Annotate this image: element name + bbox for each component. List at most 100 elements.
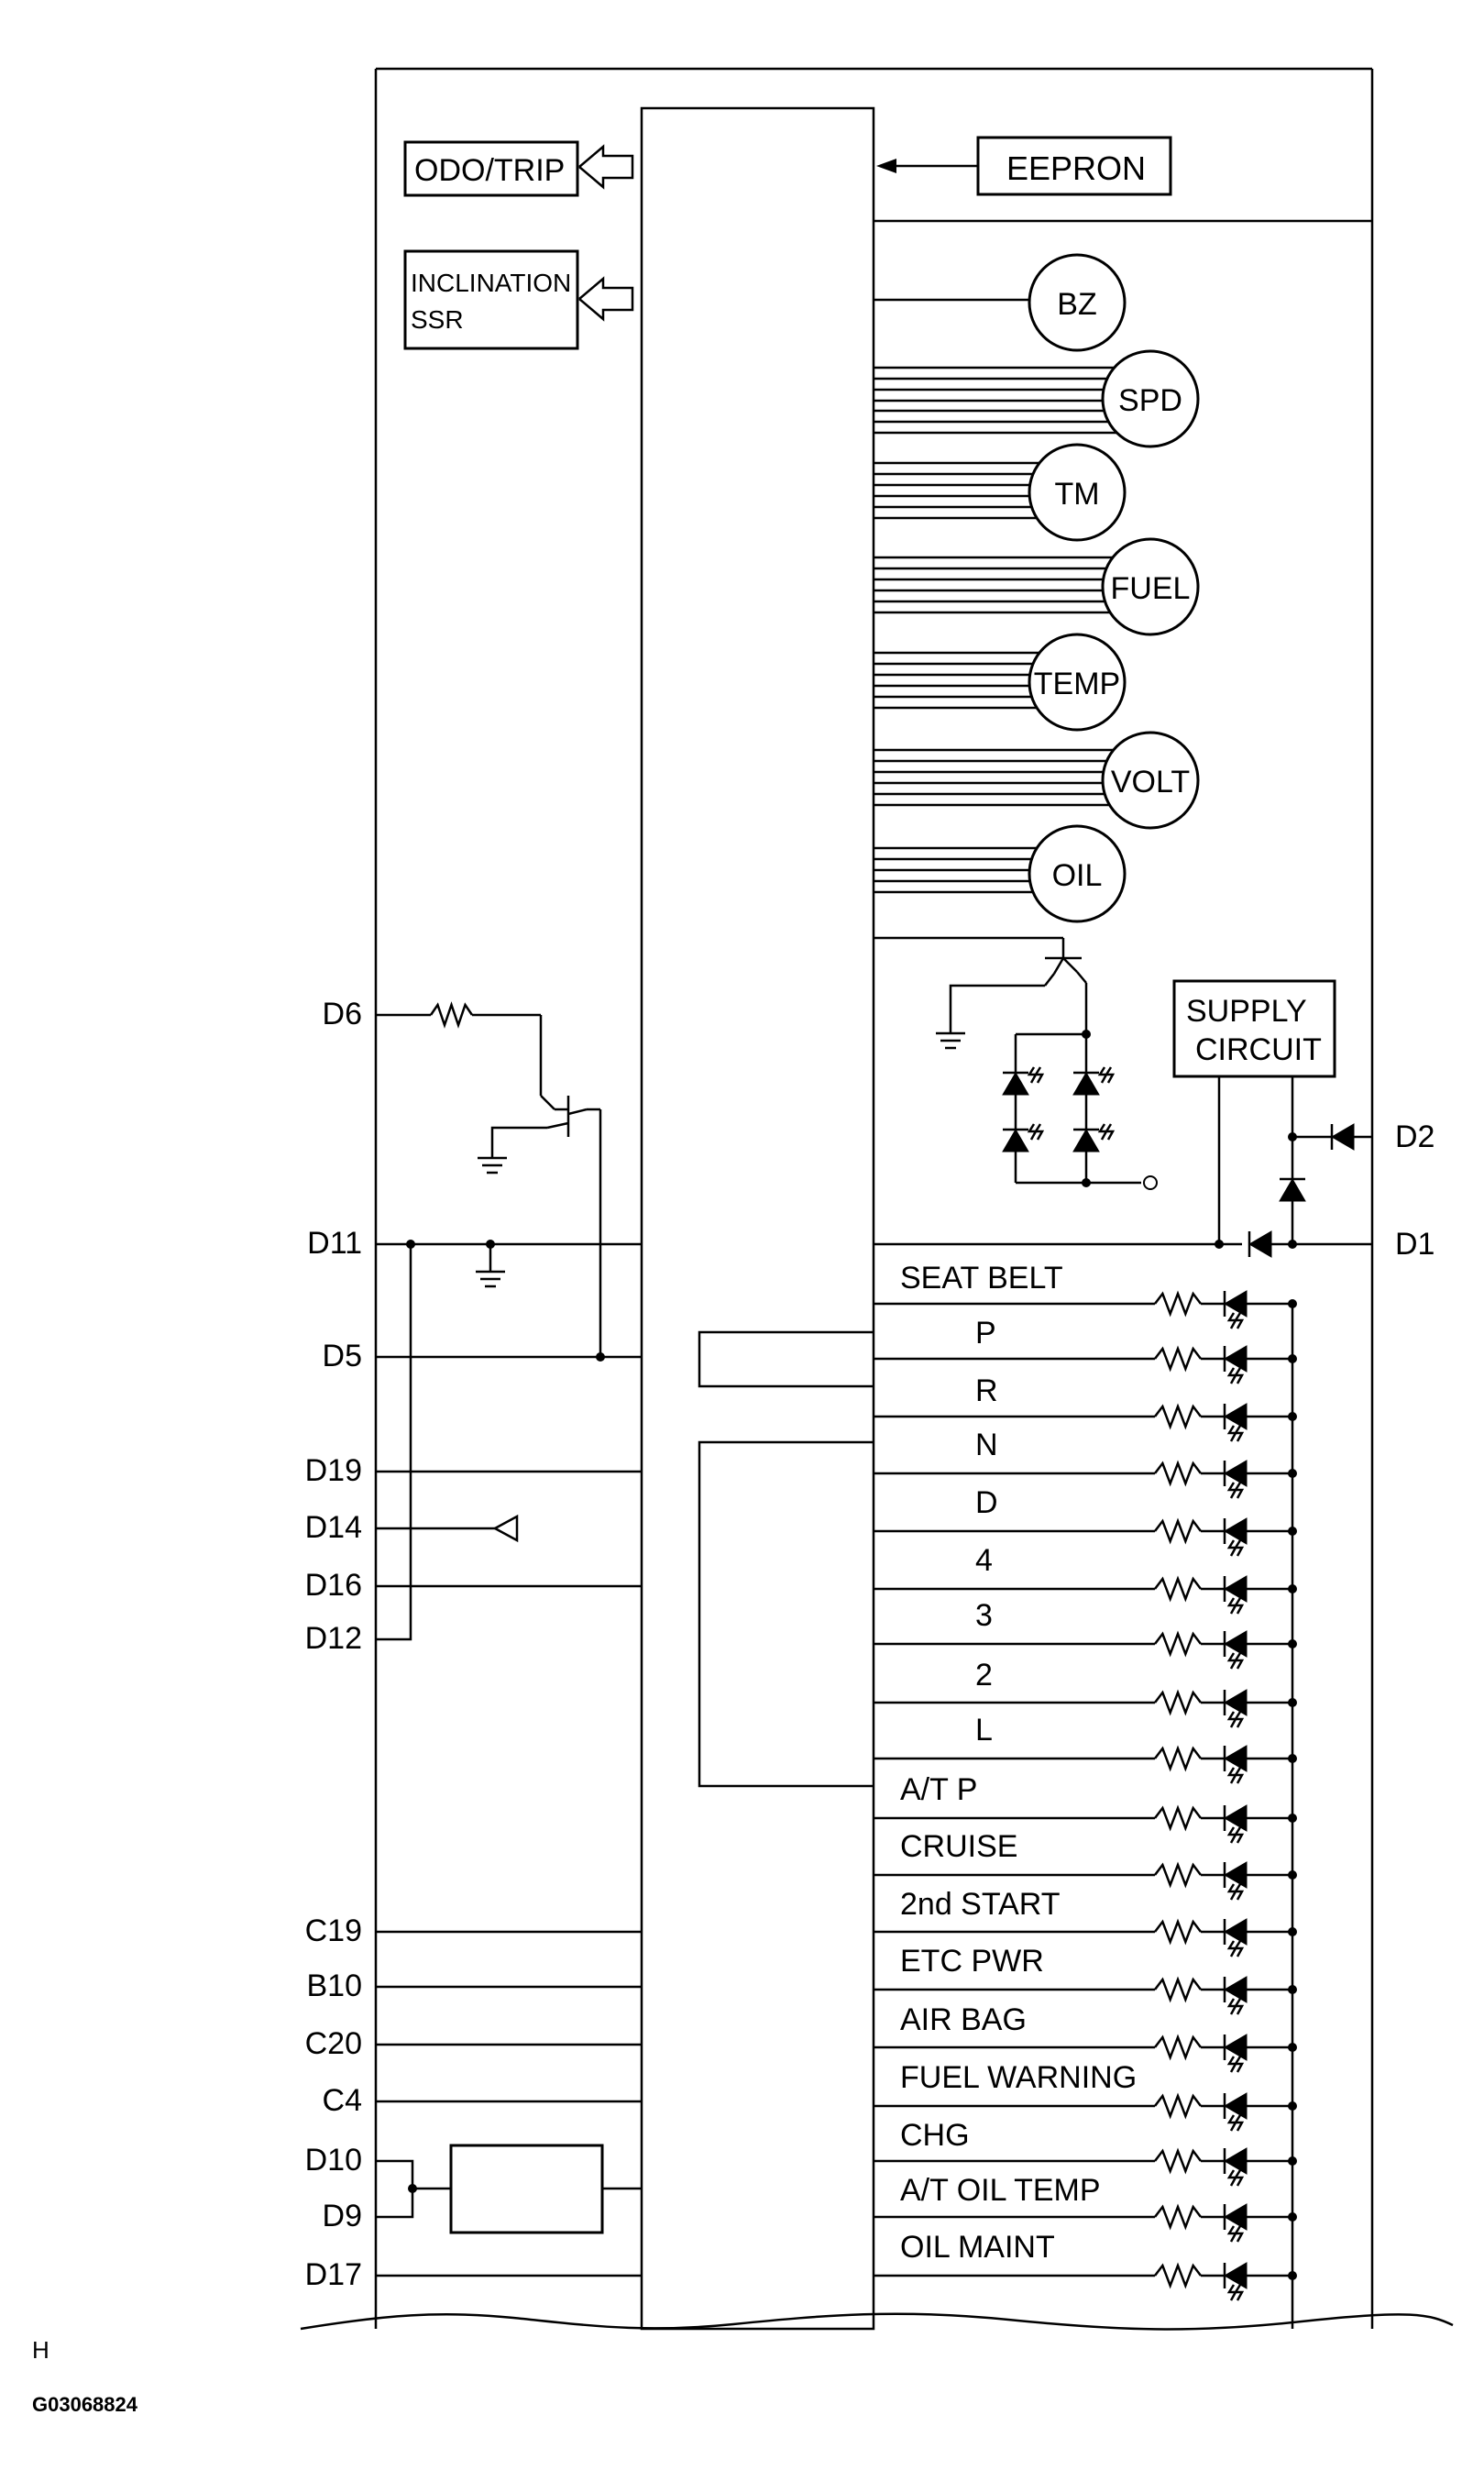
terminal-d11-label: D11 [307,1226,362,1261]
light-emission-symbol [1027,1066,1039,1084]
light-emission-symbol [1226,1539,1238,1557]
odo-trip-box [403,140,579,197]
light-emission-symbol [1233,1826,1245,1844]
light-emission-symbol [1226,1883,1238,1901]
diode-symbol [1224,1689,1248,1716]
arrow-head-icon [876,159,896,173]
indicator-cruise-label: CRUISE [900,1829,1017,1864]
light-emission-symbol [1226,1312,1238,1329]
diode-symbol [1224,1517,1248,1545]
light-emission-symbol [1033,1066,1045,1084]
indicator-a-t-p-label: A/T P [900,1772,977,1807]
light-emission-symbol [1233,2114,1245,2132]
indicator-p-label: P [975,1316,996,1351]
diode-symbol [1224,1861,1248,1889]
junction-dot [1288,1870,1297,1880]
resistor-symbol [429,1001,474,1029]
light-emission-symbol [1226,2284,1238,2301]
junction-dot [1288,1240,1297,1249]
transistor-symbol [1062,957,1078,973]
junction-dot [1288,2156,1297,2166]
light-emission-symbol [1226,2114,1238,2132]
light-emission-symbol [1233,2225,1245,2243]
gauge-circle [1101,537,1200,636]
junction-dot [1288,1412,1297,1421]
diode-symbol [1224,2262,1248,2289]
junction-dot [1215,1240,1224,1249]
indicator-d-label: D [975,1485,998,1520]
resistor-symbol [1154,1460,1202,1487]
gauge-circle [1028,443,1127,542]
junction-dot [1288,1927,1297,1936]
light-emission-symbol [1233,2056,1245,2073]
terminal-b10-label: B10 [307,1968,363,2003]
resistor-symbol [1154,2262,1202,2289]
indicator-2nd-start-label: 2nd START [900,1887,1060,1922]
resistor-symbol [1154,2092,1202,2120]
junction-dot [1288,2043,1297,2052]
d10-d9-block [449,2144,604,2234]
eeprom-label: EEPRON [1006,149,1146,187]
diode-symbol [1224,1460,1248,1487]
resistor-symbol [1154,2147,1202,2175]
light-emission-symbol [1226,1482,1238,1499]
light-emission-symbol [1233,1652,1245,1670]
light-emission-symbol [1226,2056,1238,2073]
terminal-d12-label: D12 [305,1621,362,1656]
terminal-open-circle [1143,1175,1158,1190]
indicator-etc-pwr-label: ETC PWR [900,1944,1044,1979]
resistor-symbol [1154,2034,1202,2061]
terminal-d19-label: D19 [305,1453,362,1488]
junction-dot [1288,1985,1297,1994]
junction-dot [1288,2212,1297,2222]
transistor-symbol [1052,957,1065,975]
light-emission-symbol [1233,1367,1245,1384]
resistor-symbol [1154,1804,1202,1832]
diode-symbol [1224,1745,1248,1772]
terminal-d1-label: D1 [1395,1227,1435,1262]
resistor-symbol [1154,1976,1202,2003]
junction-dot [1288,1814,1297,1823]
resistor-symbol [1154,1345,1202,1373]
transistor-symbol [540,1095,555,1110]
open-arrow-icon [578,144,634,190]
tm-gauge-label: TM [1054,477,1099,512]
indicator-seat-belt-label: SEAT BELT [900,1261,1063,1296]
odo-trip-label: ODO/TRIP [414,153,565,188]
ic-block [640,106,875,2331]
indicator-chg-label: CHG [900,2118,970,2153]
light-emission-symbol [1226,2169,1238,2187]
light-emission-symbol [1226,1425,1238,1442]
ground-wire [490,1126,547,1158]
footer-letter: H [32,2336,49,2364]
diode-symbol [1331,1123,1355,1151]
gauge-circle [1101,731,1200,830]
buffer-triangle-icon [492,1514,519,1543]
indicator-air-bag-label: AIR BAG [900,2002,1027,2037]
spd-gauge-label: SPD [1118,383,1182,418]
light-emission-symbol [1233,1767,1245,1784]
light-emission-symbol [1226,1652,1238,1670]
gauge-circle [1028,824,1127,923]
transistor-symbol [546,1121,569,1130]
indicator-fuel-warning-label: FUEL WARNING [900,2060,1137,2095]
diode-symbol [1224,2147,1248,2175]
light-emission-symbol [1233,1998,1245,2015]
light-emission-symbol [1233,1883,1245,1901]
oil-gauge-label: OIL [1052,858,1103,893]
indicator-2-label: 2 [975,1658,993,1693]
light-emission-symbol [1033,1123,1045,1141]
light-emission-symbol [1233,1425,1245,1442]
light-emission-symbol [1226,1940,1238,1957]
ground-wire [949,984,1045,1033]
inclination-ssr-box [403,249,579,350]
bz-gauge-label: BZ [1057,287,1096,322]
terminal-d16-label: D16 [305,1568,362,1603]
terminal-d5-label: D5 [323,1339,362,1373]
shift-bracket [698,1440,874,1788]
indicator-l-label: L [975,1713,993,1748]
resistor-symbol [1154,1630,1202,1658]
d12-wire [376,1244,412,1641]
terminal-d6-label: D6 [323,997,362,1031]
